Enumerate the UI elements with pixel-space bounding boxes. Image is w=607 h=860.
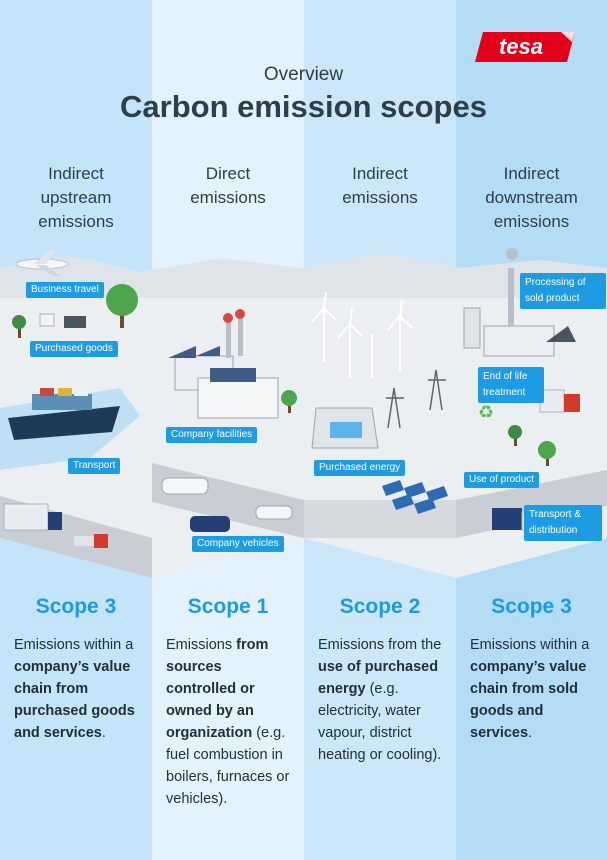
desc-part: . [101, 725, 106, 741]
tree-icon [12, 315, 26, 338]
desc-part: (e.g. fuel combustion in boilers, furnac… [166, 725, 290, 807]
logo-text: tesa [499, 34, 543, 59]
desc-part-bold: company’s value chain from purchased goo… [14, 659, 135, 741]
desc-part-bold: company’s value chain from sold goods an… [470, 659, 587, 741]
airplane-icon [15, 250, 69, 276]
heading-line: emissions [342, 188, 418, 207]
truck-icon [3, 503, 108, 548]
scope-title: Scope 3 [491, 595, 572, 618]
heading-line: Indirect [48, 164, 104, 183]
tesa-logo: tesa [475, 30, 575, 69]
car-icon [190, 516, 230, 532]
svg-text:♻: ♻ [478, 402, 494, 423]
column-heading-indirect: Indirect emissions [304, 162, 456, 210]
solar-panels-icon [382, 480, 448, 514]
label-transport: Transport [68, 458, 121, 474]
desc-part: Emissions from the [318, 637, 442, 653]
label-company-facilities: Company facilities [166, 427, 258, 443]
factory-icon [168, 309, 279, 419]
wind-turbine-icon [311, 291, 413, 378]
page-title: Carbon emission scopes [120, 89, 487, 124]
heading-line: emissions [38, 212, 114, 231]
heading-line: Direct [205, 164, 251, 183]
processing-plant-icon [463, 248, 576, 357]
package-icon [39, 313, 86, 328]
cargo-ship-icon [8, 384, 120, 440]
label-purchased-goods: Purchased goods [30, 341, 118, 357]
page-subtitle: Overview [263, 64, 344, 85]
scope-title: Scope 2 [339, 595, 421, 618]
column-heading-direct: Direct emissions [152, 162, 304, 210]
label-end-of-life-treatment: End of life treatment [478, 367, 544, 403]
column-heading-downstream: Indirect downstream emissions [456, 162, 607, 234]
recycle-icon: ♻ [478, 402, 494, 423]
desc-part-bold: use of purchased energy [318, 659, 439, 697]
scope-description: Emissions within a company’s value chain… [470, 634, 598, 744]
tree-icon [508, 425, 522, 446]
desc-part-bold: from sources controlled or owned by an o… [166, 637, 269, 741]
heading-line: upstream [40, 188, 112, 207]
column-heading-upstream: Indirect upstream emissions [0, 162, 152, 234]
heading-line: Indirect [503, 164, 560, 183]
tree-icon [538, 441, 556, 466]
heading-line: emissions [190, 188, 266, 207]
label-business-travel: Business travel [26, 282, 104, 298]
desc-part: Emissions within a [14, 637, 134, 653]
desc-part: (e.g. electricity, water vapour, distric… [318, 681, 442, 763]
label-use-of-product: Use of product [464, 472, 540, 488]
label-purchased-energy: Purchased energy [314, 460, 406, 476]
heading-line: Indirect [352, 164, 408, 183]
label-company-vehicles: Company vehicles [192, 536, 284, 552]
power-pylon-icon [386, 369, 446, 429]
car-icon [161, 477, 209, 495]
desc-part: Emissions within a [470, 637, 590, 653]
desc-part: Emissions [166, 637, 237, 653]
car-icon [255, 505, 293, 520]
heading-line: downstream [485, 188, 578, 207]
scope-description: Emissions from sources controlled or own… [166, 634, 294, 810]
label-transport-distribution: Transport & distribution [524, 505, 602, 541]
scope-title: Scope 1 [187, 595, 269, 618]
tree-icon [281, 390, 297, 413]
label-processing-sold-product: Processing of sold product [520, 273, 606, 309]
heading-line: emissions [493, 212, 570, 231]
scope-description: Emissions from the use of purchased ener… [318, 634, 446, 766]
desc-part: . [528, 725, 533, 741]
scope-description: Emissions within a company’s value chain… [14, 634, 142, 744]
scope-title: Scope 3 [35, 595, 117, 618]
dam-icon [311, 407, 379, 449]
landscape-illustration: ♻ [0, 248, 607, 578]
tree-icon [106, 284, 138, 328]
